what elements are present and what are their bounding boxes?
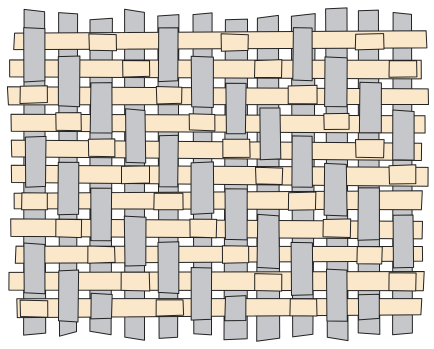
weft-float-over-warp (20, 300, 48, 317)
weft-float-over-warp (256, 167, 283, 184)
warp-float-over-weft (393, 110, 414, 160)
warp-float-over-weft (226, 83, 246, 134)
weft-float-over-warp (122, 166, 150, 184)
warp-float-over-weft (126, 109, 146, 163)
warp-float-over-weft (91, 188, 112, 241)
weft-float-over-warp (22, 193, 48, 210)
weft-float-over-warp (255, 274, 282, 292)
weft-float-over-warp (290, 299, 317, 316)
warp-float-over-weft (58, 56, 80, 107)
warp-float-over-weft (291, 242, 313, 295)
warp-float-over-weft (90, 83, 112, 133)
weft-float-over-warp (389, 61, 417, 77)
warp-float-over-weft (24, 243, 45, 294)
weft-float-over-warp (356, 140, 385, 158)
weft-float-over-warp (123, 61, 150, 78)
warp-float-over-weft (293, 28, 312, 81)
weft-float-over-warp (324, 113, 349, 129)
warp-float-over-weft (91, 293, 112, 319)
weft-float-over-warp (20, 86, 47, 104)
warp-float-over-weft (124, 216, 146, 266)
weft-float-over-warp (56, 113, 82, 131)
warp-float-over-weft (191, 162, 214, 215)
weft-float-over-warp (288, 192, 316, 210)
weft-float-over-warp (223, 139, 250, 157)
weft-float-over-warp (357, 247, 382, 265)
warp-float-over-weft (358, 188, 380, 241)
warp-float-over-weft (24, 28, 45, 82)
weft-float-over-warp (389, 165, 416, 184)
weft-float-over-warp (221, 34, 248, 52)
warp-float-over-weft (358, 294, 379, 320)
weft-float-over-warp (121, 272, 150, 291)
weft-float-over-warp (56, 219, 82, 237)
weft-float-over-warp (156, 300, 184, 316)
weft-float-over-warp (355, 34, 384, 50)
weft-float-over-warp (89, 34, 117, 51)
weft-float-over-warp (323, 219, 351, 238)
warp-float-over-weft (325, 57, 348, 107)
warp-float-over-weft (158, 28, 178, 82)
warp-float-over-weft (58, 162, 79, 215)
warp-float-over-weft (191, 56, 213, 107)
weft-float-over-warp (389, 273, 416, 291)
warp-float-over-weft (25, 136, 46, 187)
weft-float-over-warp (222, 246, 248, 264)
weft-float-over-warp (156, 87, 182, 105)
warp-float-over-weft (324, 163, 347, 216)
warp-float-over-weft (359, 82, 381, 133)
weft-float-over-warp (288, 85, 317, 104)
warp-float-over-weft (191, 268, 211, 321)
warp-float-over-weft (225, 189, 247, 240)
weft-float-over-warp (190, 219, 217, 238)
weft-float-over-warp (189, 114, 215, 131)
warp-float-over-weft (260, 108, 281, 160)
weft-float-over-warp (88, 139, 115, 157)
warp-float-over-weft (257, 214, 280, 268)
warp-float-over-weft (292, 136, 313, 187)
weft-float-over-warp (154, 193, 183, 210)
weft-float-over-warp (255, 60, 282, 78)
weft-float-over-warp (88, 246, 115, 263)
warp-float-over-weft (158, 242, 179, 294)
warp-float-over-weft (225, 296, 246, 321)
warp-float-over-weft (159, 135, 178, 187)
warp-float-over-weft (327, 269, 348, 321)
warp-float-over-weft (59, 270, 79, 322)
warp-float-over-weft (393, 215, 414, 268)
